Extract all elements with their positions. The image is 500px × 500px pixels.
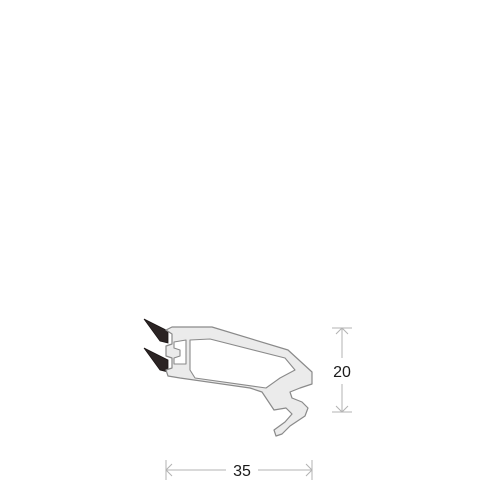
screw-channel (173, 339, 187, 365)
profile-inner-cavity (189, 338, 296, 389)
width-dimension-label: 35 (233, 463, 251, 480)
lower-seal-lip (143, 347, 169, 373)
width-dimension: 35 (165, 460, 313, 480)
height-dimension: 20 (332, 327, 352, 413)
height-dimension-label: 20 (333, 364, 351, 381)
upper-seal-lip (143, 318, 169, 344)
